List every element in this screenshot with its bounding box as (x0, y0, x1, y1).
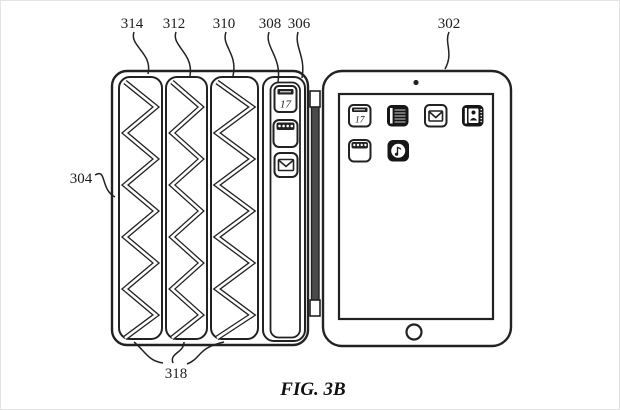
cover-panel-3 (210, 76, 259, 340)
label-302: 302 (438, 16, 461, 32)
app-binder-calendar-icon (348, 139, 372, 163)
leader-line-302 (444, 31, 450, 70)
hinge-bar (310, 98, 320, 310)
label-314: 314 (121, 16, 144, 32)
figure-caption: FIG. 3B (279, 379, 345, 400)
tablet (321, 69, 513, 348)
label-312: 312 (163, 16, 186, 32)
strip-calendar-icon (273, 85, 298, 113)
cover-panel-2 (165, 76, 208, 340)
cover-strip (262, 76, 306, 342)
zigzag-pattern-panel-1 (120, 79, 161, 341)
label-308: 308 (259, 16, 282, 32)
front-camera-icon (413, 79, 419, 86)
leader-lines (94, 31, 450, 365)
tablet-body (321, 69, 513, 348)
hinge-tab-bottom (309, 299, 321, 317)
zigzag-pattern-panel-3 (212, 79, 257, 341)
strip-calendar-day: 17 (280, 99, 292, 111)
label-304: 304 (70, 171, 93, 187)
app-contacts-icon (462, 105, 484, 127)
app-calendar-day: 17 (355, 116, 366, 126)
strip-outline (262, 76, 306, 342)
label-318: 318 (165, 366, 188, 382)
app-newsstand-icon (387, 105, 409, 127)
label-310: 310 (213, 16, 236, 32)
zigzag-pattern-panel-2 (168, 80, 206, 341)
leader-line-310 (224, 31, 235, 77)
leader-line-308 (267, 31, 280, 83)
leader-line-312 (174, 31, 192, 77)
home-button (405, 323, 423, 341)
app-music-icon (387, 140, 409, 162)
leader-line-318c (186, 341, 225, 365)
leader-line-318b (171, 341, 185, 364)
label-306: 306 (288, 16, 311, 32)
leader-line-318a (133, 341, 164, 364)
cover-panel-1 (118, 76, 163, 340)
strip-binder-calendar-icon (272, 119, 299, 148)
strip-mail-icon (273, 152, 299, 178)
app-mail-icon (424, 104, 448, 128)
app-calendar-icon (348, 104, 372, 128)
leader-line-314 (132, 31, 150, 75)
tablet-screen (337, 92, 495, 321)
strip-inner-window (269, 81, 301, 339)
leader-line-304 (94, 172, 116, 198)
hinge (309, 90, 321, 317)
smart-cover (110, 69, 310, 347)
hinge-tab-top (309, 90, 321, 108)
leader-line-306 (296, 31, 304, 79)
